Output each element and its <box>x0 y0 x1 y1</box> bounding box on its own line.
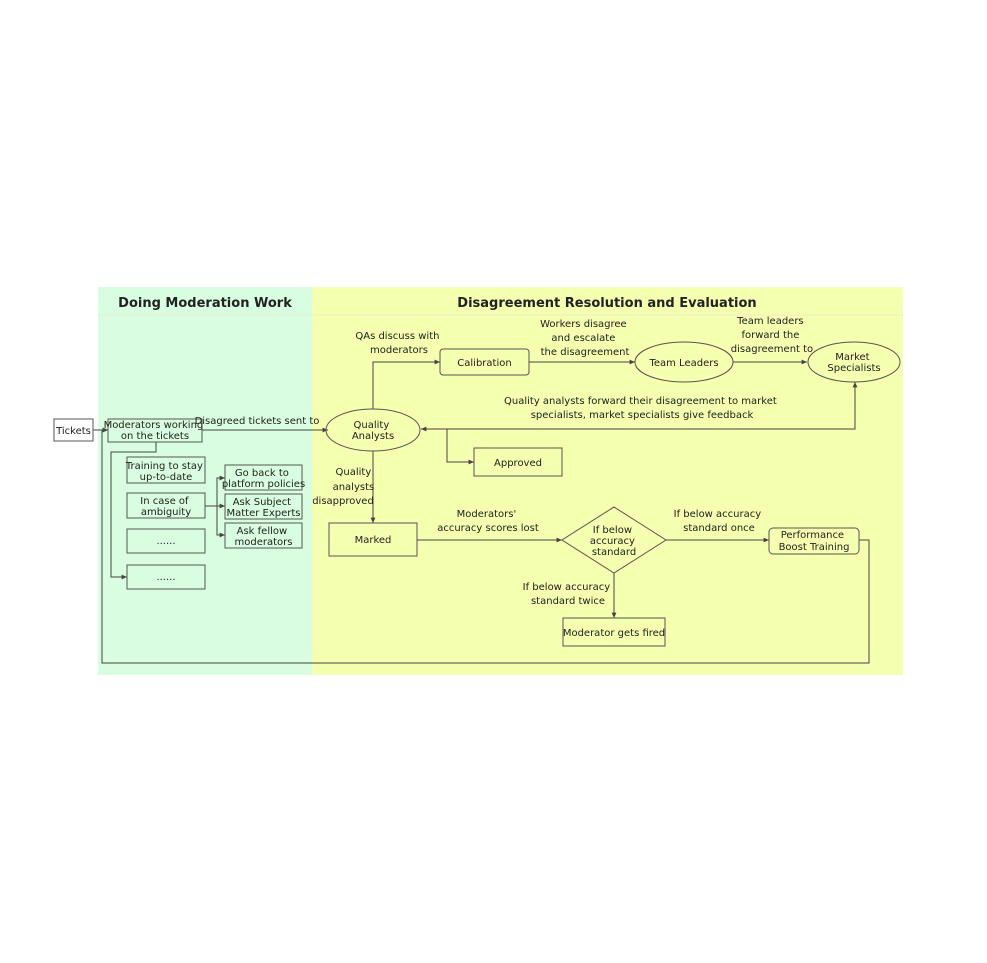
edge-to-fellow <box>216 506 225 538</box>
node-placeholder-1-label: ...... <box>156 536 175 547</box>
node-market-specialists-label: Market Specialists <box>827 352 880 374</box>
edge-qa-market <box>421 382 858 432</box>
node-ambiguity <box>126 492 206 519</box>
label-workers-escalate: Workers disagree and escalate the disagr… <box>540 319 630 358</box>
edge-qa-calibration <box>372 359 440 409</box>
node-calibration-label: Calibration <box>457 358 511 369</box>
node-team-leaders <box>634 341 734 383</box>
node-marked-label: Marked <box>355 535 392 546</box>
node-approved-label: Approved <box>494 458 542 469</box>
node-fellow-moderators-label: Ask fellow moderators <box>235 526 293 548</box>
edge-training-loop-back <box>101 427 870 664</box>
label-disagreed-tickets: Disagreed tickets sent to <box>195 416 320 427</box>
node-accuracy-decision <box>561 506 667 574</box>
node-subject-matter-experts <box>224 493 303 520</box>
node-performance-boost-training <box>768 527 860 555</box>
node-moderators-working-label: Moderators working on the tickets <box>104 420 207 442</box>
label-scores-lost: Moderators' accuracy scores lost <box>437 509 539 534</box>
edge-qa-approved <box>446 429 474 465</box>
node-training-label: Training to stay up-to-date <box>125 461 206 483</box>
node-tickets <box>53 418 94 442</box>
node-platform-policies <box>224 464 303 491</box>
node-team-leaders-label: Team Leaders <box>648 358 718 369</box>
node-moderators-working <box>107 418 203 443</box>
label-qa-disapproved: Quality analysts disapproved <box>312 467 377 507</box>
node-market-specialists <box>807 341 901 383</box>
label-qas-discuss: QAs discuss with moderators <box>355 331 442 356</box>
label-team-leaders-forward: Team leaders forward the disagreement to <box>731 316 813 355</box>
node-approved <box>473 447 563 477</box>
node-placeholder-2 <box>126 564 206 590</box>
edge-to-policies <box>216 475 225 506</box>
node-ambiguity-label: In case of ambiguity <box>140 496 191 518</box>
node-accuracy-decision-label: If below accuracy standard <box>590 525 638 558</box>
node-placeholder-1 <box>126 528 206 554</box>
lane-title-moderation: Doing Moderation Work <box>118 296 292 311</box>
label-below-twice: If below accuracy standard twice <box>523 582 614 607</box>
node-platform-policies-label: Go back to platform policies <box>222 468 305 490</box>
lane-disagreement-resolution <box>312 287 903 675</box>
node-calibration <box>439 348 530 376</box>
node-fellow-moderators <box>224 522 303 549</box>
node-moderator-fired <box>562 617 666 647</box>
lane-title-resolution: Disagreement Resolution and Evaluation <box>457 296 756 311</box>
node-training <box>126 456 206 484</box>
node-subject-matter-experts-label: Ask Subject Matter Experts <box>226 497 300 519</box>
node-placeholder-2-label: ...... <box>156 572 175 583</box>
node-quality-analysts-label: Quality Analysts <box>352 420 394 442</box>
edge-moderators-branch <box>110 442 157 580</box>
label-qa-forward-market: Quality analysts forward their disagreem… <box>504 396 780 421</box>
label-below-once: If below accuracy standard once <box>674 509 765 534</box>
node-quality-analysts <box>325 408 421 452</box>
node-marked <box>328 522 418 557</box>
node-performance-boost-training-label: Performance Boost Training <box>779 530 850 553</box>
node-tickets-label: Tickets <box>55 426 91 437</box>
node-moderator-fired-label: Moderator gets fired <box>563 628 665 639</box>
